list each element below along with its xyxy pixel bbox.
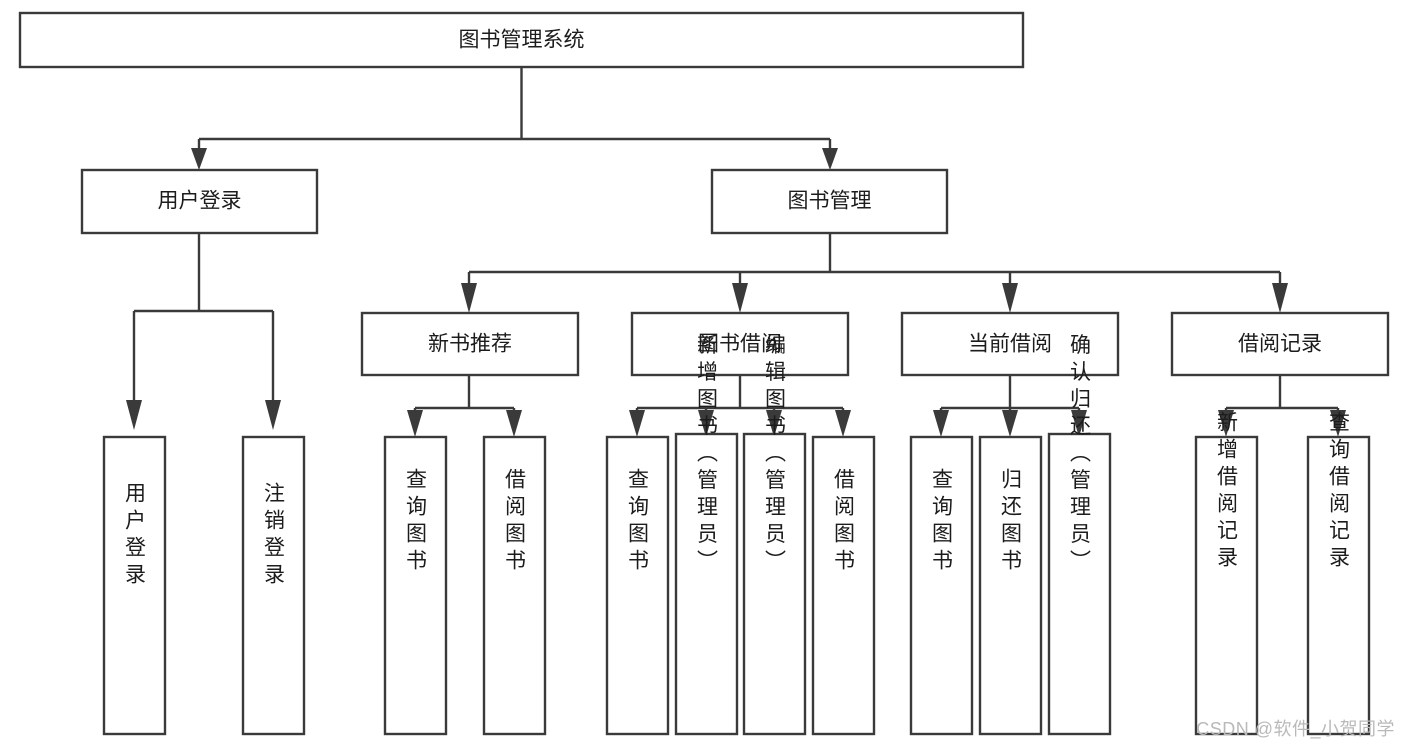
arrow-head-leaf-query-book-3 [933, 410, 949, 437]
node-leaf-edit-book-admin-box[interactable] [742, 432, 807, 736]
node-root-box[interactable] [18, 11, 1025, 69]
node-new-book-recommend-label: 新书推荐 [428, 333, 512, 356]
node-leaf-confirm-return-admin[interactable]: 确认归还（管理员） [1047, 334, 1112, 736]
csdn-watermark: CSDN @软件_小贺同学 [1196, 719, 1395, 739]
node-root[interactable]: 图书管理系统 [18, 11, 1025, 69]
node-leaf-edit-book-admin[interactable]: 编辑图书（管理员） [742, 334, 807, 736]
node-leaf-query-book-1-label: 查询图书 [404, 468, 428, 576]
arrow-head-leaf-return-book [1002, 410, 1018, 437]
node-leaf-query-borrow-record[interactable]: 查询借阅记录 [1306, 411, 1371, 736]
arrow-head-book-management [822, 148, 838, 170]
arrow-head-leaf-user-login [126, 400, 142, 430]
node-current-borrow[interactable]: 当前借阅 [900, 311, 1120, 377]
node-current-borrow-box[interactable] [900, 311, 1120, 377]
node-leaf-query-book-3[interactable]: 查询图书 [909, 435, 974, 736]
node-leaf-logout-login-label: 注销登录 [262, 482, 286, 590]
connector-group [126, 67, 1346, 437]
arrow-head-leaf-query-book-2 [629, 410, 645, 437]
node-leaf-add-borrow-record-label: 新增借阅记录 [1215, 411, 1239, 573]
node-leaf-add-borrow-record[interactable]: 新增借阅记录 [1194, 411, 1259, 736]
arrow-head-book-borrow [732, 283, 748, 313]
arrow-head-leaf-borrow-book-2 [835, 410, 851, 437]
node-book-borrow-label: 图书借阅 [698, 333, 782, 356]
node-current-borrow-label: 当前借阅 [968, 333, 1052, 356]
node-leaf-query-book-1[interactable]: 查询图书 [383, 435, 448, 736]
node-leaf-return-book-label: 归还图书 [999, 468, 1023, 576]
node-user-login-label: 用户登录 [158, 190, 242, 213]
arrow-head-leaf-add-borrow-record [1218, 410, 1234, 437]
node-user-login-box[interactable] [80, 168, 319, 235]
node-leaf-borrow-book-1[interactable]: 借阅图书 [482, 435, 547, 736]
node-root-label: 图书管理系统 [459, 29, 585, 52]
node-leaf-borrow-book-1-label: 借阅图书 [503, 468, 527, 576]
node-leaf-query-borrow-record-label: 查询借阅记录 [1327, 411, 1351, 573]
node-leaf-borrow-book-2-label: 借阅图书 [832, 468, 856, 576]
node-leaf-query-book-2-box[interactable] [605, 435, 670, 736]
arrow-head-leaf-query-book-1 [407, 410, 423, 437]
node-leaf-add-book-admin-label: 新增图书（管理员） [695, 334, 719, 577]
arrow-head-user-login [191, 148, 207, 170]
node-leaf-borrow-book-2[interactable]: 借阅图书 [811, 435, 876, 736]
node-leaf-confirm-return-admin-label: 确认归还（管理员） [1068, 334, 1092, 577]
node-leaf-edit-book-admin-label: 编辑图书（管理员） [763, 334, 787, 577]
arrow-head-leaf-query-borrow-record [1330, 410, 1346, 437]
node-book-management[interactable]: 图书管理 [710, 168, 949, 235]
node-leaf-query-book-2-label: 查询图书 [626, 468, 650, 576]
node-book-borrow-box[interactable] [630, 311, 850, 377]
node-leaf-query-book-1-box[interactable] [383, 435, 448, 736]
node-leaf-user-login-box[interactable] [102, 435, 167, 736]
node-leaf-return-book-box[interactable] [978, 435, 1043, 736]
node-book-management-box[interactable] [710, 168, 949, 235]
node-leaf-query-book-3-box[interactable] [909, 435, 974, 736]
arrow-head-leaf-add-book-admin [698, 410, 714, 437]
node-book-borrow[interactable]: 图书借阅 [630, 311, 850, 377]
node-borrow-record-box[interactable] [1170, 311, 1390, 377]
node-leaf-add-book-admin[interactable]: 新增图书（管理员） [674, 334, 739, 736]
node-borrow-record-label: 借阅记录 [1238, 333, 1322, 356]
node-book-management-label: 图书管理 [788, 190, 872, 213]
node-leaf-add-book-admin-box[interactable] [674, 432, 739, 736]
node-leaf-user-login[interactable]: 用户登录 [102, 435, 167, 736]
arrow-head-leaf-edit-book-admin [766, 410, 782, 437]
node-leaf-user-login-label: 用户登录 [123, 482, 147, 590]
arrow-head-new-book-recommend [461, 283, 477, 313]
arrow-head-current-borrow [1002, 283, 1018, 313]
node-borrow-record[interactable]: 借阅记录 [1170, 311, 1390, 377]
arrow-head-leaf-borrow-book-1 [506, 410, 522, 437]
node-leaf-confirm-return-admin-box[interactable] [1047, 432, 1112, 736]
node-leaf-logout-login[interactable]: 注销登录 [241, 435, 306, 736]
node-leaf-borrow-book-2-box[interactable] [811, 435, 876, 736]
node-leaf-borrow-book-1-box[interactable] [482, 435, 547, 736]
node-leaf-query-borrow-record-box[interactable] [1306, 435, 1371, 736]
node-leaf-return-book[interactable]: 归还图书 [978, 435, 1043, 736]
node-leaf-query-book-3-label: 查询图书 [930, 468, 954, 576]
node-user-login[interactable]: 用户登录 [80, 168, 319, 235]
node-leaf-add-borrow-record-box[interactable] [1194, 435, 1259, 736]
arrow-head-borrow-record [1272, 283, 1288, 313]
node-leaf-query-book-2[interactable]: 查询图书 [605, 435, 670, 736]
node-new-book-recommend-box[interactable] [360, 311, 580, 377]
arrow-head-leaf-confirm-return-admin [1071, 410, 1087, 437]
arrow-head-leaf-logout-login [265, 400, 281, 430]
node-new-book-recommend[interactable]: 新书推荐 [360, 311, 580, 377]
node-leaf-logout-login-box[interactable] [241, 435, 306, 736]
